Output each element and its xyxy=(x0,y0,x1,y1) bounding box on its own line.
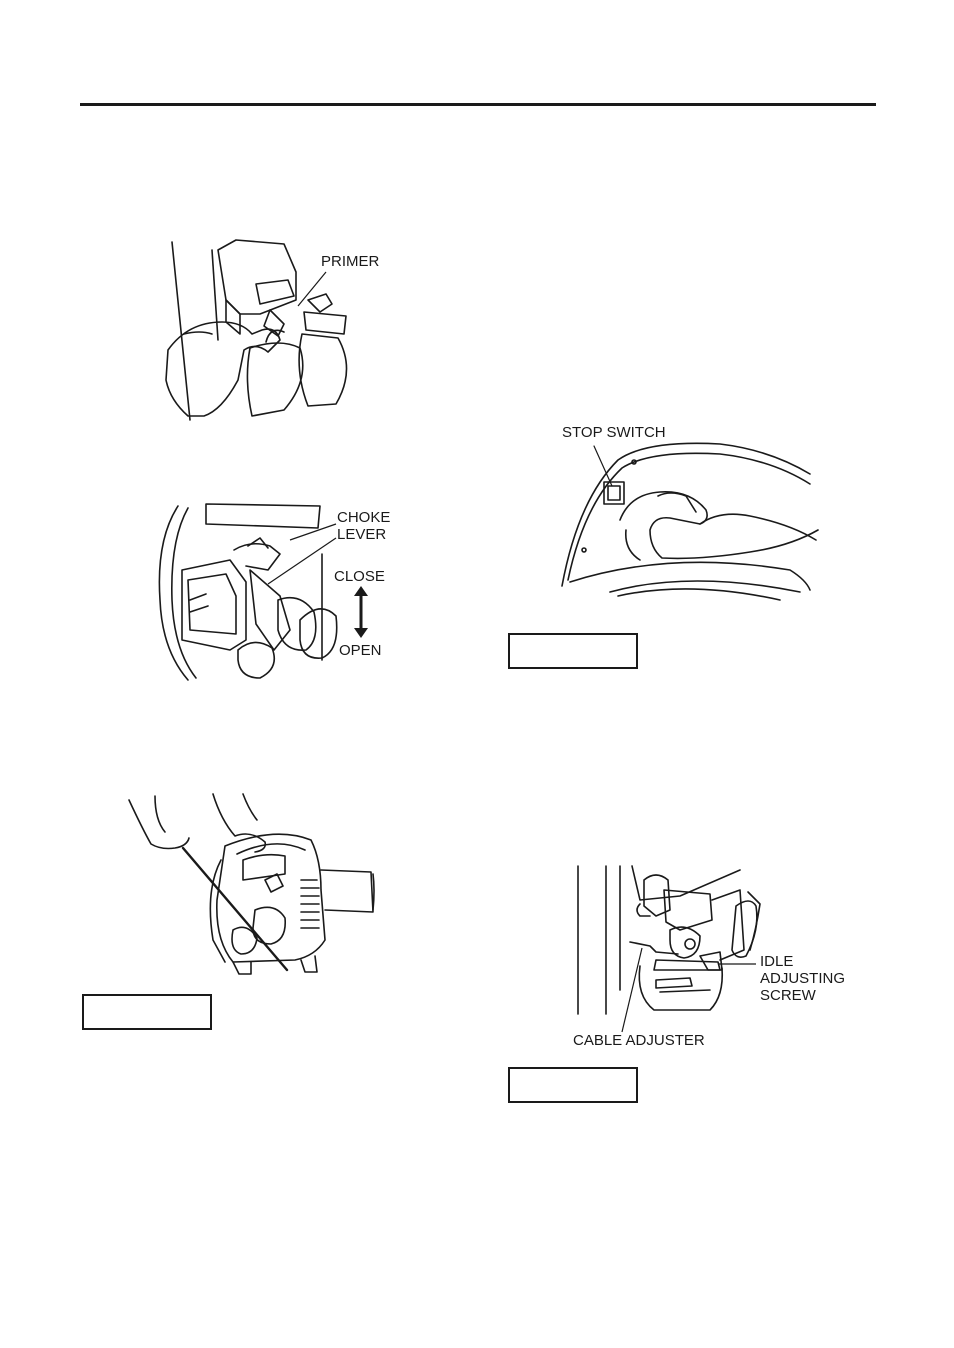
choke-illustration xyxy=(158,503,338,681)
choke-close-label: CLOSE xyxy=(334,568,385,585)
primer-figure: PRIMER xyxy=(160,230,400,421)
idle-adjusting-screw-label-line2: ADJUSTING xyxy=(760,970,846,987)
choke-lever-label-line1: CHOKE xyxy=(337,509,391,526)
carburetor-leader-lines xyxy=(621,947,756,1033)
choke-lever-label-line2: LEVER xyxy=(337,526,387,543)
stop-switch-label: STOP SWITCH xyxy=(562,424,666,441)
choke-leader-line xyxy=(267,523,337,585)
primer-label: PRIMER xyxy=(321,253,380,270)
primer-illustration xyxy=(165,239,348,421)
stop-switch-illustration xyxy=(561,442,819,601)
idle-adjusting-screw-label-line1: IDLE xyxy=(760,953,794,970)
idle-adjusting-screw-label-line3: SCREW xyxy=(760,987,816,1004)
choke-direction-arrow xyxy=(354,586,368,638)
carburetor-illustration xyxy=(577,865,761,1015)
left-figure-caption-box xyxy=(82,994,212,1030)
blower-illustration xyxy=(128,793,375,975)
stop-switch-caption-box xyxy=(508,633,638,669)
cable-adjuster-label: CABLE ADJUSTER xyxy=(573,1032,705,1049)
choke-open-label: OPEN xyxy=(339,642,382,659)
stop-switch-figure: STOP SWITCH xyxy=(550,420,830,620)
header-rule xyxy=(80,103,876,106)
choke-figure: CHOKE LEVER CLOSE OPEN xyxy=(150,500,400,690)
carburetor-caption-box xyxy=(508,1067,638,1103)
blower-figure xyxy=(125,790,385,980)
primer-leader-line xyxy=(297,271,327,307)
carburetor-figure: IDLE ADJUSTING SCREW CABLE ADJUSTER xyxy=(560,860,860,1055)
